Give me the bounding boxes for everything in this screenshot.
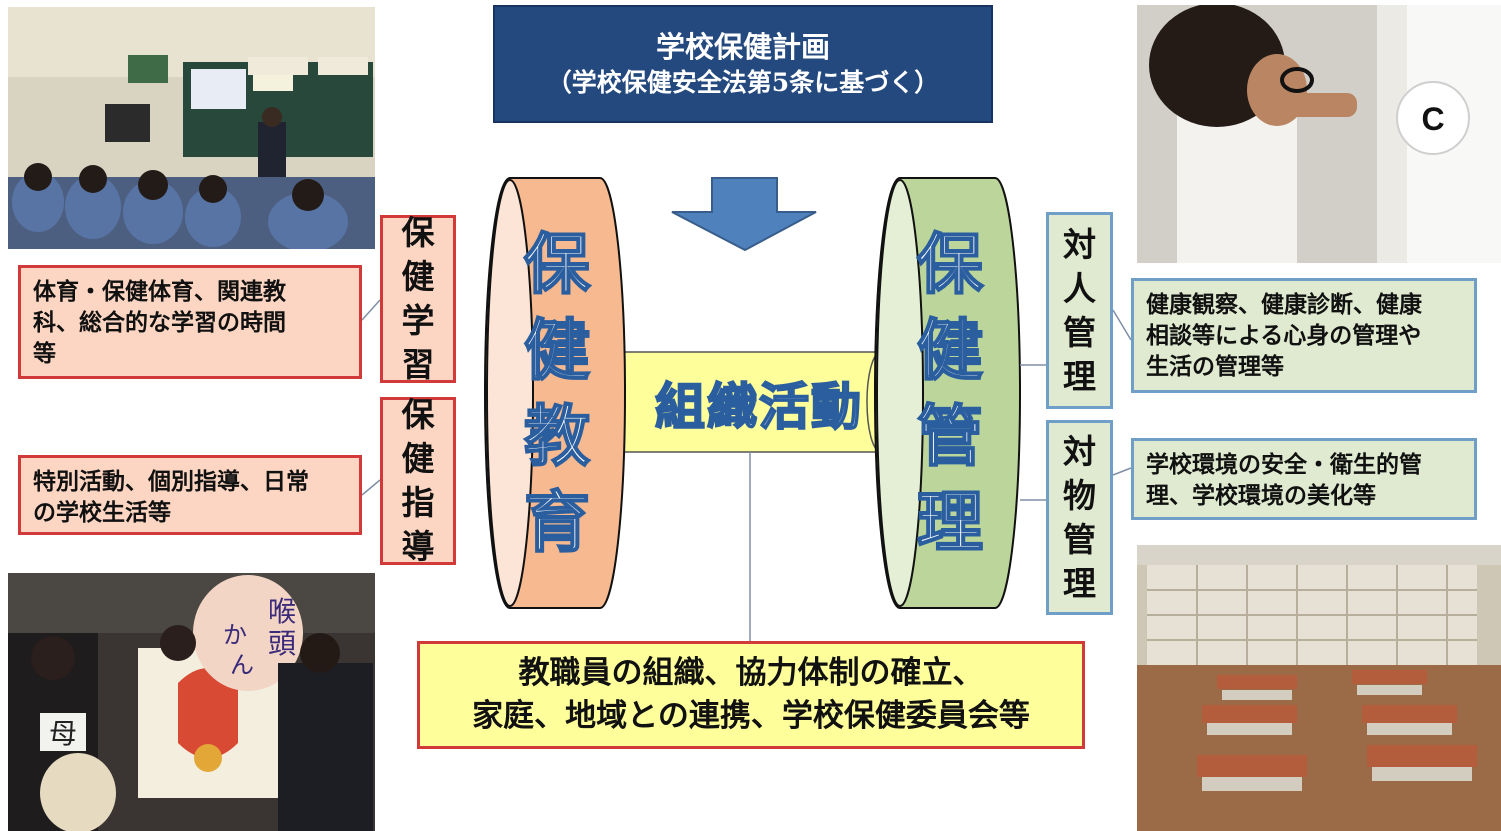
taibutsu-char-3: 管	[1063, 519, 1096, 559]
staff-cooperation-box: 教職員の組織、協力体制の確立、 家庭、地域との連携、学校保健委員会等	[417, 641, 1085, 749]
taijin-desc-line-1: 健康観察、健康診断、健康	[1146, 291, 1422, 318]
shido-char-2: 健	[401, 439, 435, 478]
classroom-lesson-photo	[8, 7, 375, 249]
landolt-chart-letter: C	[1421, 101, 1444, 137]
taijin-char-4: 理	[1063, 356, 1096, 396]
empty-classroom-photo	[1137, 545, 1501, 831]
taijin-char-2: 人	[1063, 268, 1096, 308]
shido-char-4: 導	[401, 527, 435, 566]
gakushu-char-1: 保	[401, 213, 435, 252]
title-box: 学校保健計画 （学校保健安全法第5条に基づく）	[493, 5, 993, 123]
bottom-line-1: 教職員の組織、協力体制の確立、	[518, 655, 984, 691]
title-line-2: （学校保健安全法第5条に基づく）	[546, 68, 940, 97]
shido-char-1: 保	[401, 395, 435, 434]
paddle-char-3: か	[223, 621, 247, 649]
right-pillar-char-3: 管	[916, 396, 984, 476]
taibutsu-desc-line-2: 理、学校環境の美化等	[1146, 482, 1376, 509]
taijin-kanri-label: 対 人 管 理	[1046, 212, 1113, 409]
title-line-1: 学校保健計画	[655, 30, 830, 64]
shido-desc-line-2: の学校生活等	[33, 499, 171, 526]
taibutsu-char-1: 対	[1063, 431, 1096, 471]
down-arrow	[671, 177, 817, 252]
left-pillar-char-3: 教	[523, 396, 591, 476]
taibutsu-kanri-label: 対 物 管 理	[1046, 420, 1113, 615]
gakushu-char-3: 学	[401, 301, 435, 340]
paddle-char-4: ん	[230, 651, 254, 679]
left-pillar-char-2: 健	[523, 310, 591, 390]
student-presentation-photo: 母 喉 頭 か ん	[8, 573, 375, 831]
gakushu-char-2: 健	[401, 257, 435, 296]
eye-exam-photo: C	[1137, 5, 1501, 263]
shido-desc-line-1: 特別活動、個別指導、日常	[33, 468, 309, 495]
left-pillar-char-4: 育	[523, 482, 591, 562]
hoken-shido-label: 保 健 指 導	[380, 395, 456, 566]
taibutsu-desc-line-1: 学校環境の安全・衛生的管	[1146, 451, 1422, 478]
left-pillar-char-1: 保	[523, 224, 591, 304]
taijin-char-3: 管	[1063, 312, 1096, 352]
shido-char-3: 指	[401, 483, 435, 522]
left-pillar-label: 保 健 教 育	[497, 200, 617, 585]
paddle-char-1: 喉	[268, 595, 296, 628]
connector-lines	[361, 299, 1132, 641]
taijin-description: 健康観察、健康診断、健康 相談等による心身の管理や 生活の管理等	[1131, 278, 1477, 393]
taijin-desc-line-2: 相談等による心身の管理や	[1146, 322, 1422, 349]
gakushu-description: 体育・保健体育、関連教 科、総合的な学習の時間 等	[18, 265, 362, 379]
taibutsu-description: 学校環境の安全・衛生的管 理、学校環境の美化等	[1131, 438, 1477, 520]
gakushu-char-4: 習	[401, 345, 435, 384]
right-pillar-char-4: 理	[916, 482, 984, 562]
gakushu-desc-line-1: 体育・保健体育、関連教	[33, 278, 286, 305]
paddle-char-2: 頭	[268, 627, 296, 660]
taijin-char-1: 対	[1063, 224, 1096, 264]
right-pillar-char-1: 保	[916, 224, 984, 304]
board-character: 母	[49, 717, 77, 750]
hoken-gakushu-label: 保 健 学 習	[380, 213, 456, 384]
gakushu-desc-line-3: 等	[33, 340, 56, 367]
shido-description: 特別活動、個別指導、日常 の学校生活等	[18, 455, 362, 535]
right-pillar-char-2: 健	[916, 310, 984, 390]
organization-activity-label: 組織活動	[654, 376, 863, 437]
taibutsu-char-4: 理	[1063, 563, 1096, 603]
bottom-line-2: 家庭、地域との連携、学校保健委員会等	[472, 698, 1030, 734]
gakushu-desc-line-2: 科、総合的な学習の時間	[33, 309, 286, 336]
taibutsu-char-2: 物	[1063, 475, 1096, 515]
right-pillar-label: 保 健 管 理	[890, 200, 1010, 585]
taijin-desc-line-3: 生活の管理等	[1146, 353, 1284, 380]
